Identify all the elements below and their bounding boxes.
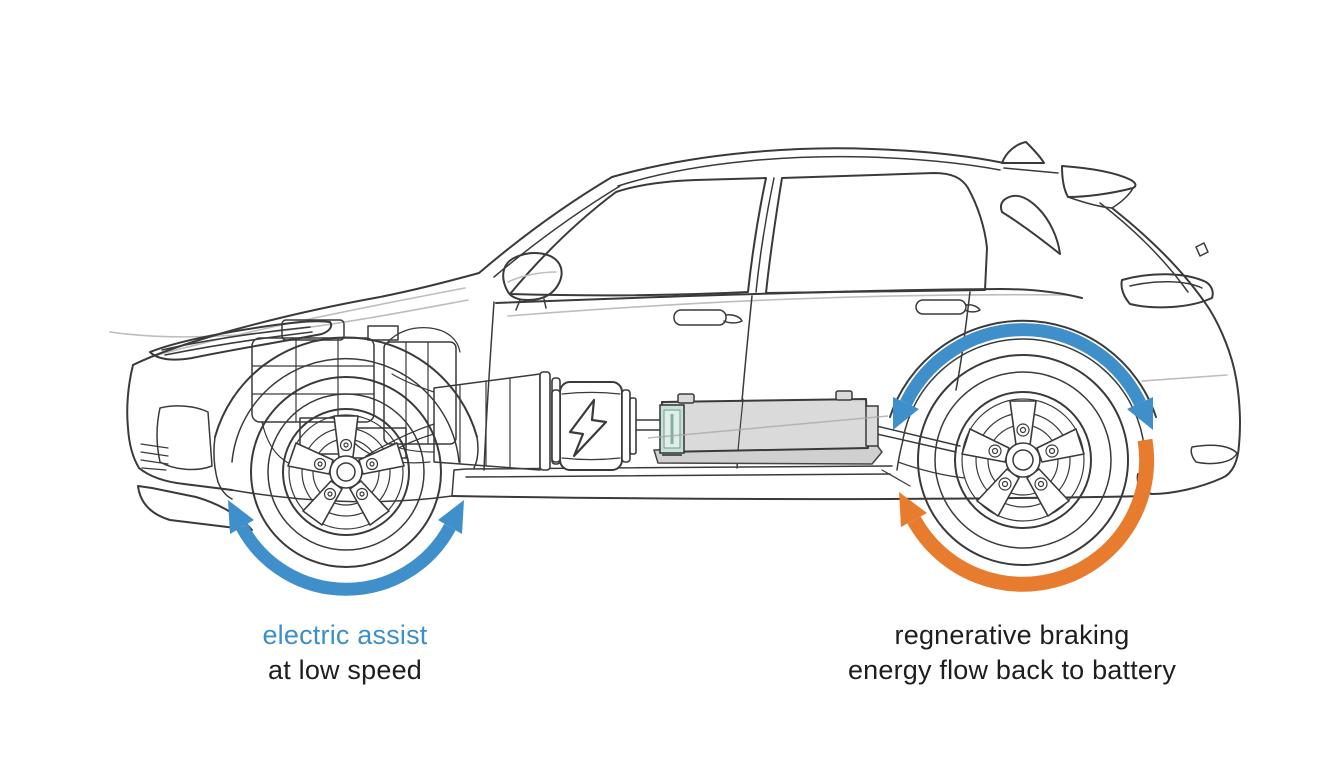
arrowhead-left [228, 500, 254, 534]
d-pillar-tailgate [1111, 207, 1237, 379]
electric-assist-label-line1: electric assist [262, 620, 428, 650]
front-wheel-arch [214, 336, 478, 438]
lightning-bolt-icon [568, 398, 608, 458]
door-handle-rear [915, 299, 981, 315]
rear-lug-nuts [988, 423, 1059, 491]
taillight-inner [1129, 280, 1203, 289]
mirror-accent [507, 271, 557, 283]
regen-arrow-blue [893, 323, 1153, 430]
fog-slats [140, 443, 169, 471]
regen-braking-label: regnerative braking energy flow back to … [812, 618, 1212, 688]
roof-antenna-fin [1001, 141, 1045, 164]
electric-assist-label: electric assist at low speed [195, 618, 495, 688]
headlight [149, 320, 333, 361]
bumper-lower-line [231, 489, 453, 503]
front-tire [250, 376, 442, 568]
rear-rim [954, 391, 1092, 529]
electric-assist-arrow [228, 500, 464, 596]
power-cable [635, 419, 663, 431]
front-door-window [509, 177, 767, 297]
arrowhead-up [899, 492, 927, 527]
taillight [1120, 273, 1214, 309]
regen-braking-label-line1: regnerative braking [894, 620, 1130, 650]
rear-hub [1005, 442, 1041, 478]
body-line-over-battery [647, 415, 889, 439]
front-hub [329, 455, 363, 489]
rear-spoiler [1061, 165, 1137, 198]
front-bumper [126, 364, 453, 531]
rear-edge [1221, 377, 1241, 479]
roof-line [611, 147, 1005, 178]
regen-arrow-orange [899, 438, 1155, 592]
arrowhead-left [893, 397, 919, 430]
car-body-outline [126, 141, 1241, 531]
rear-suspension [881, 461, 966, 487]
b-pillar [755, 177, 775, 293]
front-air-dam [137, 485, 253, 531]
battery-pack [647, 390, 889, 465]
rear-driveshaft [867, 423, 961, 453]
electric-motor [551, 381, 637, 471]
door-seam-over-battery [737, 398, 744, 452]
battery-cell [659, 404, 685, 456]
rear-glass-edge [1099, 202, 1189, 293]
rear-door-window [765, 172, 988, 294]
side-mirror [502, 252, 563, 301]
headlight-drl [161, 326, 313, 356]
arrowhead-right [1127, 397, 1153, 430]
beltline [495, 288, 1083, 304]
mirror-stem [515, 298, 547, 311]
windshield-inner [493, 185, 621, 278]
arrowhead-right [438, 500, 464, 534]
battery-bracket [865, 405, 879, 447]
regen-braking-label-line2: energy flow back to battery [847, 655, 1177, 685]
rear-wheel-arch [889, 319, 1157, 418]
front-lug-nuts [313, 438, 379, 501]
electric-assist-label-line2: at low speed [268, 655, 422, 685]
fender-door-seam [483, 301, 495, 471]
bumper-intake-trim [156, 405, 213, 471]
roof-trailing-edge [1003, 167, 1059, 174]
rear-tire [917, 354, 1129, 566]
front-wheel [213, 336, 479, 568]
drivetrain [365, 371, 961, 471]
rear-wheel [889, 319, 1157, 566]
roof-inner-line [617, 155, 1001, 187]
quarter-window [999, 194, 1061, 255]
battery-tab-right [835, 390, 853, 401]
door-handle-front [673, 309, 743, 326]
tailgate-stub [1195, 242, 1209, 257]
a-pillar [478, 176, 613, 274]
annotation-arrows [228, 323, 1155, 596]
front-rim [282, 408, 410, 536]
rear-reflector [1190, 444, 1238, 465]
battery-case [661, 398, 869, 453]
battery-tab-left [677, 393, 695, 404]
